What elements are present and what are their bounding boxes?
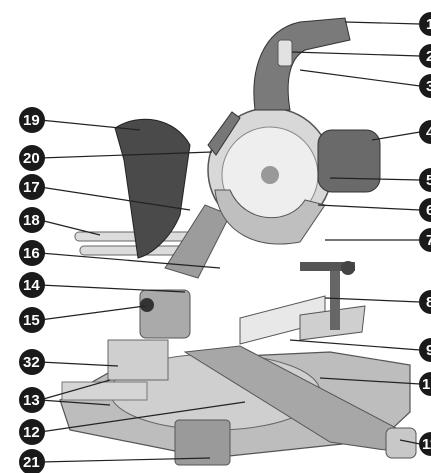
callout-number: 10 [422,376,431,393]
callout-16: 16 [19,240,45,266]
callout-number: 20 [23,150,40,167]
callout-number: 11 [422,436,431,453]
callout-32: 32 [19,349,45,375]
callout-13: 13 [19,387,45,413]
pivot-housing [140,290,190,338]
leader-32 [40,362,118,366]
callout-number: 2 [426,48,431,65]
callout-number: 16 [23,245,40,262]
leader-4 [372,132,420,140]
leader-2 [292,52,420,56]
callout-7: 7 [419,228,431,252]
callout-19: 19 [19,107,45,133]
callout-number: 13 [23,392,40,409]
callout-11: 11 [419,432,431,456]
side-table [108,340,168,380]
callout-number: 3 [426,78,431,95]
callout-number: 14 [23,277,40,294]
callout-15: 15 [19,307,45,333]
callout-3: 3 [419,74,431,98]
callout-number: 8 [426,294,431,311]
callout-5: 5 [419,168,431,192]
callout-17: 17 [19,174,45,200]
callout-number: 17 [23,179,40,196]
leader-14 [40,285,185,292]
callout-10: 10 [419,372,431,396]
callout-6: 6 [419,198,431,222]
leader-1 [345,22,420,24]
callout-14: 14 [19,272,45,298]
bevel-lock-knob [140,298,154,312]
callout-9: 9 [419,338,431,362]
callout-1: 1 [419,12,431,36]
callout-18: 18 [19,207,45,233]
handle-trigger [278,40,292,66]
callout-number: 12 [23,424,40,441]
saw-illustration [60,18,416,465]
callout-number: 1 [426,16,431,33]
callout-number: 19 [23,112,40,129]
callout-number: 4 [426,124,431,141]
callout-number: 15 [23,312,40,329]
callout-12: 12 [19,419,45,445]
callout-number: 32 [23,354,40,371]
callout-number: 7 [426,232,431,249]
callout-number: 21 [23,454,40,471]
leader-6 [318,205,420,210]
motor [318,130,380,192]
callout-20: 20 [19,145,45,171]
base-extension [62,382,147,400]
leader-3 [300,70,420,86]
callout-number: 5 [426,172,431,189]
leader-15 [40,306,145,320]
callout-number: 18 [23,212,40,229]
callout-4: 4 [419,120,431,144]
callout-8: 8 [419,290,431,314]
clamp-knob [341,261,355,275]
callout-number: 9 [426,342,431,359]
callout-2: 2 [419,44,431,68]
leader-9 [290,340,420,350]
top-handle [254,18,350,110]
callout-21: 21 [19,449,45,473]
blade-hub [261,166,279,184]
base-handle [386,428,416,458]
callout-number: 6 [426,202,431,219]
leader-18 [40,220,100,235]
